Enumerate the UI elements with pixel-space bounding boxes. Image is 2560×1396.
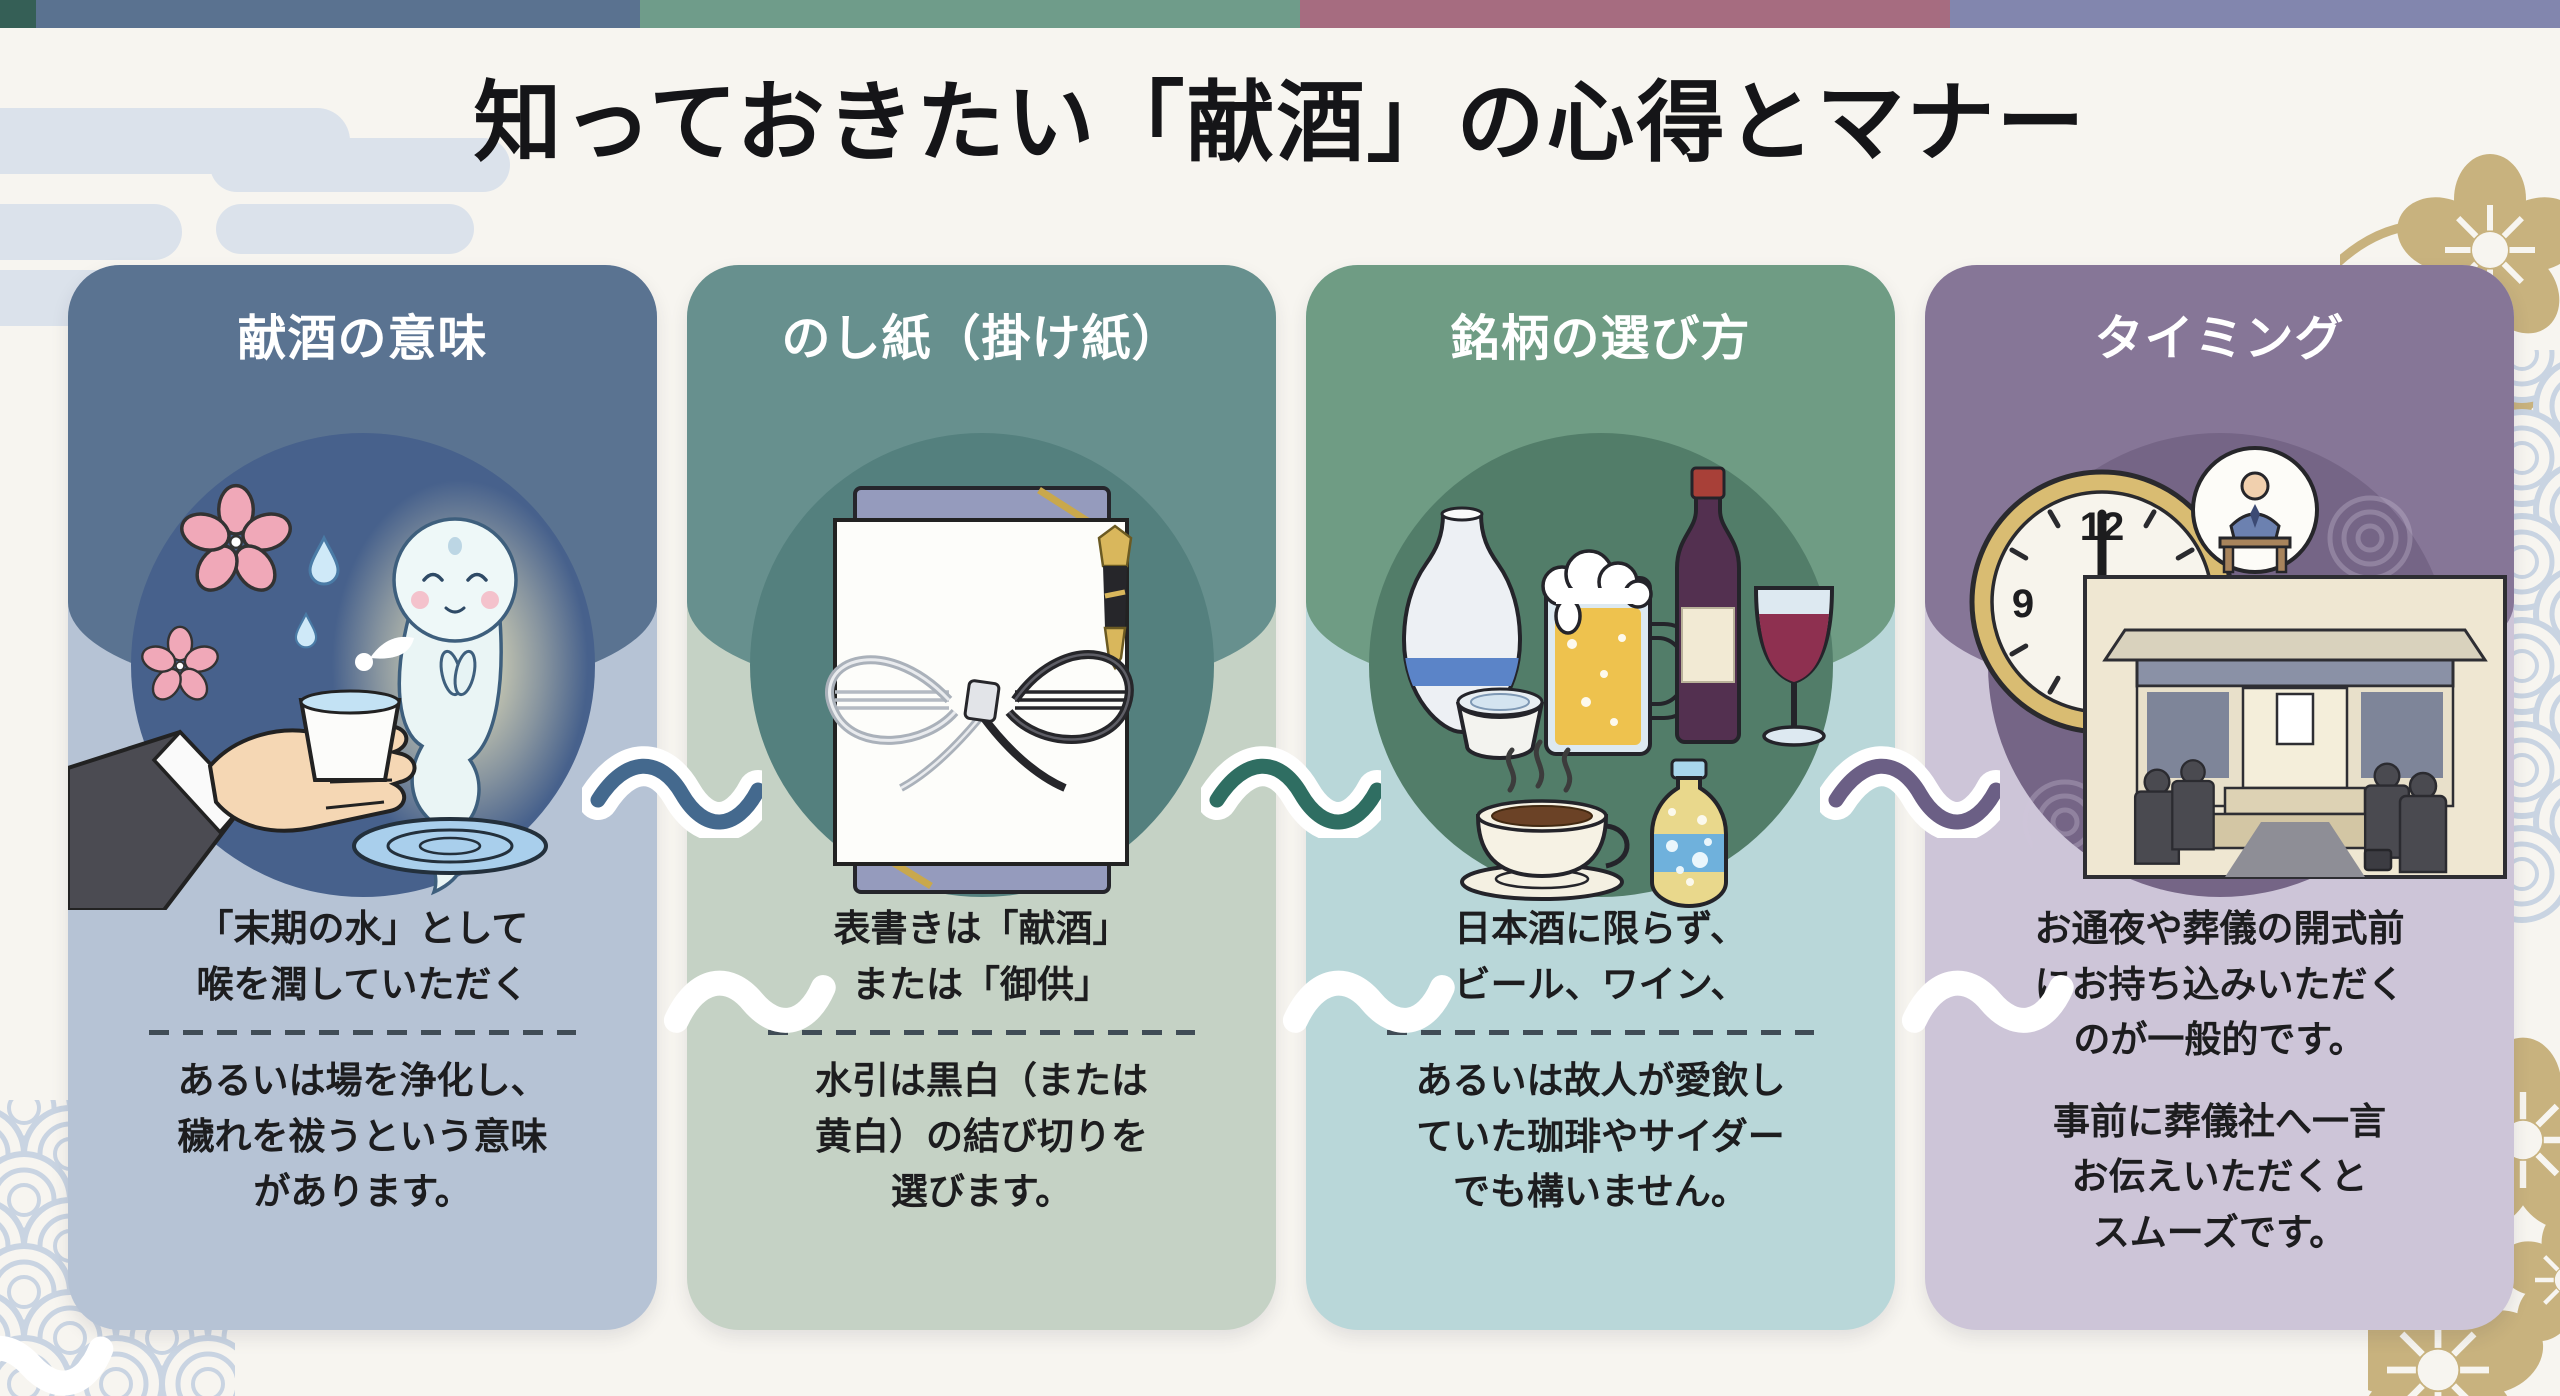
card-title: のし紙（掛け紙）	[781, 312, 1182, 366]
card-body: 日本酒に限らず、 ビール、ワイン、 あるいは故人が愛飲し ていた珈琲やサイダー …	[1340, 901, 1861, 1220]
sake-cup-icon	[1456, 687, 1544, 760]
coffee-cup-icon	[1460, 739, 1630, 901]
white-wave-icon	[1901, 970, 2074, 1033]
strip-segment	[1300, 0, 1950, 28]
strip-segment	[1950, 0, 2560, 28]
clock-numeral: 9	[2012, 582, 2034, 626]
card-brand-choice: 銘柄の選び方	[1306, 265, 1895, 1330]
card-noshi-paper: のし紙（掛け紙）	[687, 265, 1276, 1330]
funeral-hall-icon	[2083, 575, 2507, 879]
mizuhiki-bow-icon	[825, 650, 1134, 792]
card-body: 表書きは「献酒」 または「御供」 水引は黒白（または 黄白）の結び切りを 選びま…	[721, 901, 1242, 1220]
card-text-top: 日本酒に限らず、 ビール、ワイン、	[1453, 908, 1748, 1005]
wine-bottle-icon	[1675, 466, 1741, 744]
noshi-gift-illustration	[750, 433, 1214, 897]
strip-segment	[0, 0, 36, 28]
dashed-divider	[148, 1030, 577, 1035]
sake-bottle-icon	[1401, 506, 1523, 735]
card-text-top: お通夜や葬儀の開式前 にお持ち込みいただく のが一般的です。	[2034, 908, 2405, 1060]
card-title: タイミング	[2094, 312, 2345, 366]
wine-glass-icon	[1753, 586, 1835, 747]
drinks-illustration	[1369, 433, 1835, 908]
cider-bottle-icon	[1650, 758, 1728, 908]
white-wave-icon	[663, 970, 836, 1033]
noshi-emblem-icon	[1097, 524, 1133, 671]
card-kenshu-meaning: 献酒の意味	[68, 265, 657, 1330]
offering-hand-illustration	[68, 433, 595, 910]
white-wave-icon	[0, 1335, 114, 1396]
white-wave-icon	[1282, 970, 1455, 1033]
card-title: 銘柄の選び方	[1450, 312, 1751, 366]
wave-connector-icon	[1820, 746, 2000, 838]
wave-connector-icon	[1201, 746, 1381, 838]
card-text-bottom: 水引は黒白（または 黄白）の結び切りを 選びます。	[815, 1060, 1148, 1212]
card-text-top: 「末期の水」として 喉を潤していただく	[196, 908, 529, 1005]
card-title: 献酒の意味	[237, 312, 488, 366]
card-body: 「末期の水」として 喉を潤していただく あるいは場を浄化し、 穢れを祓うという意…	[102, 901, 623, 1220]
strip-segment	[36, 0, 640, 28]
timing-illustration: 12 3 6 9	[1969, 433, 2507, 897]
card-body: お通夜や葬儀の開式前 にお持ち込みいただく のが一般的です。 事前に葬儀社へ一言…	[1959, 901, 2480, 1260]
card-text-top: 表書きは「献酒」 または「御供」	[833, 908, 1130, 1005]
cloud-pattern-icon	[0, 108, 510, 326]
ripple-icon	[352, 817, 548, 875]
top-color-strip	[0, 0, 2560, 28]
dashed-divider	[1386, 1030, 1815, 1035]
mourner-icon	[2133, 759, 2448, 874]
card-text-bottom: あるいは場を浄化し、 穢れを祓うという意味 があります。	[177, 1060, 548, 1212]
wave-connector-icon	[582, 746, 762, 838]
sake-cup-icon	[298, 636, 414, 782]
strip-segment	[640, 0, 1300, 28]
card-timing: タイミング 12 3 6 9	[1925, 265, 2514, 1330]
page-title: 知っておきたい「献酒」の心得とマナー	[473, 73, 2087, 172]
receptionist-icon	[2191, 446, 2319, 574]
spirit-icon	[392, 517, 518, 896]
card-text-bottom: 事前に葬儀社へ一言 お伝えいただくと スムーズです。	[2053, 1100, 2386, 1253]
card-text-bottom: あるいは故人が愛飲し ていた珈琲やサイダー でも構いません。	[1415, 1060, 1786, 1212]
dashed-divider	[767, 1030, 1196, 1035]
